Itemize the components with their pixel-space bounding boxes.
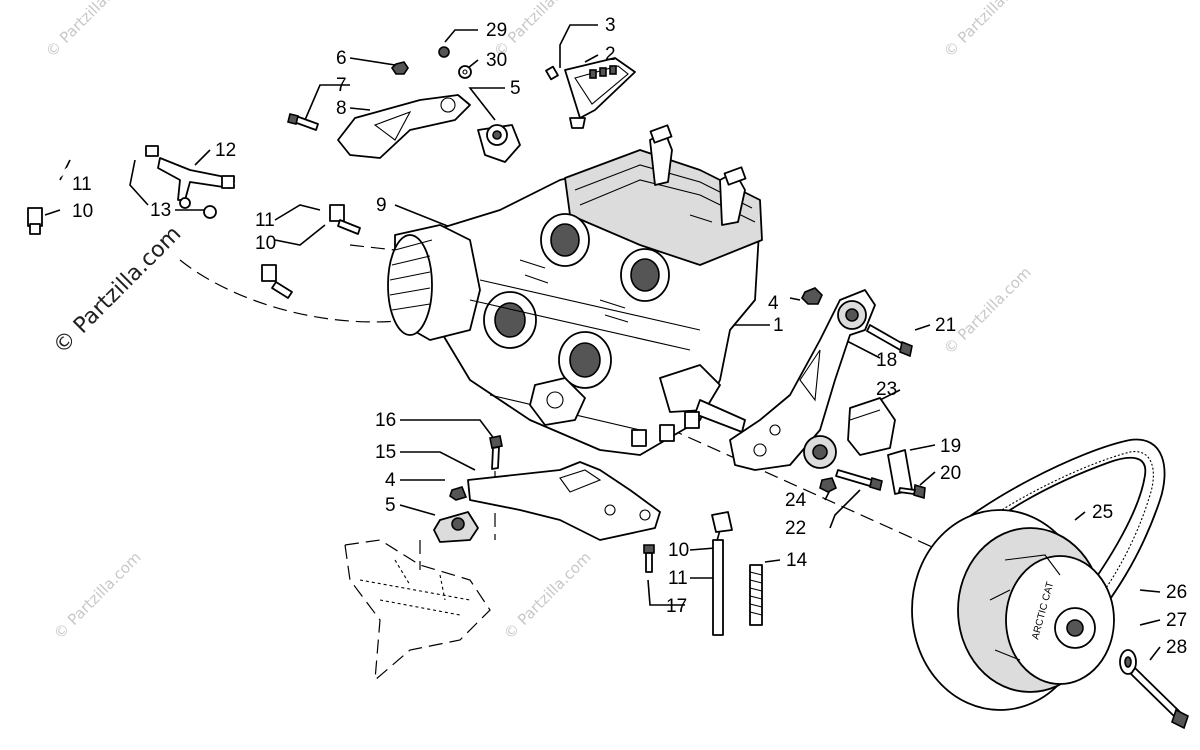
tee-fitting-12 [157, 157, 235, 201]
callout-12: 12 [215, 140, 236, 161]
callout-14: 14 [786, 550, 808, 571]
damper-mount-5-lower [433, 511, 479, 543]
callout-28: 28 [1166, 637, 1187, 658]
callout-2: 2 [605, 44, 616, 65]
pin-3 [545, 65, 559, 81]
starter-handle-2 [564, 57, 636, 129]
callout-11: 11 [255, 210, 275, 231]
bolt-20 [898, 483, 926, 500]
bracket-23 [847, 397, 896, 456]
watermark: © Partzilla.com [500, 548, 595, 643]
spring-14 [749, 564, 763, 626]
nut-4-lower [449, 486, 468, 501]
fuel-hose-11-middle [234, 182, 361, 235]
drive-clutch-25: ARCTIC CAT [911, 509, 1115, 711]
bolt-21 [866, 324, 913, 358]
watermark: © Partzilla.com [940, 263, 1035, 358]
watermark: © Partzilla.com [42, 0, 137, 61]
nut-4-upper [801, 287, 823, 305]
callout-13: 13 [150, 200, 171, 221]
chassis-sketch [344, 539, 491, 681]
callout-labels: 29 30 3 2 5 6 7 8 12 11 10 13 11 10 9 4 … [72, 15, 1187, 658]
nut-24 [819, 477, 838, 493]
washer-30 [458, 65, 472, 79]
bolt-28 [1130, 667, 1189, 730]
side-watermark: © Partzilla.com [49, 222, 187, 360]
callout-1: 1 [773, 315, 784, 336]
callout-26: 26 [1166, 582, 1187, 603]
callout-21: 21 [935, 315, 956, 336]
leader-lines [44, 24, 1161, 661]
callout-9: 9 [376, 195, 387, 216]
callout-11: 11 [668, 568, 688, 589]
engine-1 [387, 124, 763, 456]
callout-4: 4 [768, 293, 779, 314]
callout-10: 10 [668, 540, 689, 561]
damper-mount-5 [477, 124, 521, 163]
callout-18: 18 [876, 350, 897, 371]
callout-25: 25 [1092, 502, 1113, 523]
callout-11: 11 [72, 174, 92, 195]
callout-22: 22 [785, 518, 806, 539]
bolt-17 [643, 544, 655, 573]
nut-6 [390, 61, 409, 75]
callout-3: 3 [605, 15, 616, 36]
callout-15: 15 [375, 442, 396, 463]
washer-27 [1119, 649, 1137, 675]
callout-24: 24 [785, 490, 807, 511]
clamp-10-middle [711, 511, 733, 533]
callout-30: 30 [486, 50, 507, 71]
callout-5: 5 [510, 78, 521, 99]
callout-10: 10 [72, 201, 93, 222]
watermark: © Partzilla.com [940, 0, 1035, 61]
bolt-22 [835, 469, 883, 492]
mount-bracket-15 [467, 461, 661, 541]
engine-plate-18 [729, 289, 876, 471]
callout-4: 4 [385, 470, 396, 491]
callout-27: 27 [1166, 610, 1187, 631]
callout-17: 17 [666, 596, 687, 617]
callout-16: 16 [375, 410, 396, 431]
fuel-hose-11-vertical [712, 539, 724, 636]
bolt-16 [489, 435, 503, 470]
callout-19: 19 [940, 436, 961, 457]
callout-10: 10 [255, 233, 276, 254]
callout-5: 5 [385, 495, 396, 516]
watermark: © Partzilla.com [50, 548, 145, 643]
callout-8: 8 [336, 98, 347, 119]
clamp-10-left [27, 207, 43, 235]
bolt-7 [287, 113, 319, 131]
callout-29: 29 [486, 20, 507, 41]
fuel-hose-10-lower [213, 219, 293, 299]
callout-23: 23 [876, 379, 897, 400]
callout-6: 6 [336, 48, 347, 69]
nut-29 [438, 46, 450, 58]
clamp-13 [179, 197, 217, 219]
fuel-hose-11-left [33, 145, 159, 216]
callout-20: 20 [940, 463, 961, 484]
callout-7: 7 [336, 75, 347, 96]
mount-bracket-8 [337, 94, 471, 159]
